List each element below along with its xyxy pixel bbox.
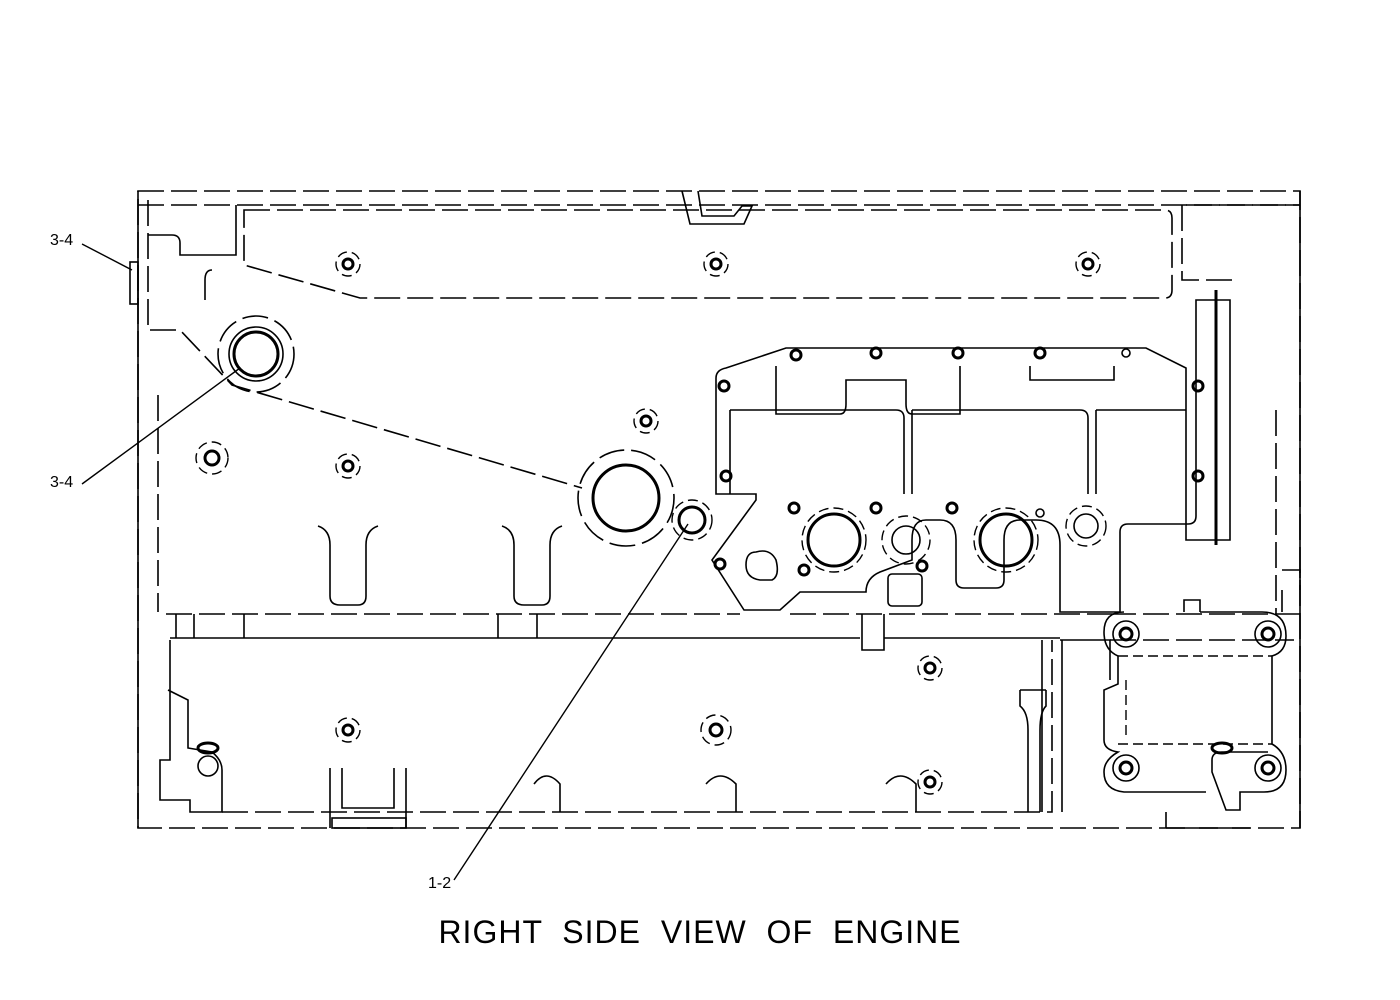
right-cluster-inner: [1118, 655, 1272, 745]
bore-upper-left-mid: [228, 326, 284, 382]
top-notch: [681, 190, 754, 225]
bore-center-outer: [577, 449, 675, 547]
callout-bottom: 1-2: [428, 875, 452, 892]
left-slot: [204, 269, 213, 300]
leader-mid-left: [81, 367, 241, 485]
top-cover: [243, 209, 1173, 299]
mid-rail-outline: [175, 614, 885, 651]
lower-block: [887, 573, 923, 607]
figure-caption: RIGHT SIDE VIEW OF ENGINE: [438, 914, 962, 950]
bore-lower-2-inner: [891, 525, 921, 555]
callout-mid-left: 3-4: [50, 474, 74, 491]
bore-lower-2-outer: [881, 515, 931, 565]
left-column: [147, 200, 583, 489]
left-boss: [148, 205, 237, 256]
bore-small-outer: [671, 499, 713, 541]
lower-stem: [1019, 689, 1047, 812]
manifold-gasket: [711, 299, 1231, 613]
bottom-right-rail: [1165, 812, 1250, 829]
bore-lower-4-inner: [1073, 513, 1099, 539]
bore-upper-left-inner: [232, 330, 280, 378]
lower-block-bar: [331, 817, 407, 829]
upper-fins: [317, 525, 563, 606]
bore-lower-1-inner: [806, 512, 862, 568]
callout-top-left: 3-4: [50, 232, 74, 249]
right-column: [1181, 204, 1301, 614]
left-tab: [129, 261, 139, 305]
small-pocket: [745, 550, 779, 581]
upper-bolts: [195, 251, 1101, 479]
lower-bolts: [196, 655, 943, 795]
right-cluster: [1103, 599, 1287, 811]
manifold-upper-ports: [775, 366, 1115, 415]
bore-small-inner: [677, 505, 707, 535]
right-cluster-bolts: [1112, 620, 1282, 782]
lower-pan: [159, 640, 223, 813]
manifold-ports: [729, 409, 1186, 494]
right-rail: [1110, 613, 1300, 641]
bore-lower-3-outer: [973, 507, 1039, 573]
bore-lower-4-outer: [1065, 505, 1107, 547]
bore-upper-left-outer: [217, 315, 295, 393]
bore-lower-3-inner: [978, 512, 1034, 568]
leader-bottom: [453, 523, 689, 881]
leader-top-left: [81, 243, 133, 271]
bore-center-inner: [591, 463, 661, 533]
manifold-bolts: [713, 346, 1205, 577]
lower-pan-right: [1041, 639, 1111, 812]
bore-lower-1-outer: [801, 507, 867, 573]
lower-fins: [329, 768, 917, 828]
